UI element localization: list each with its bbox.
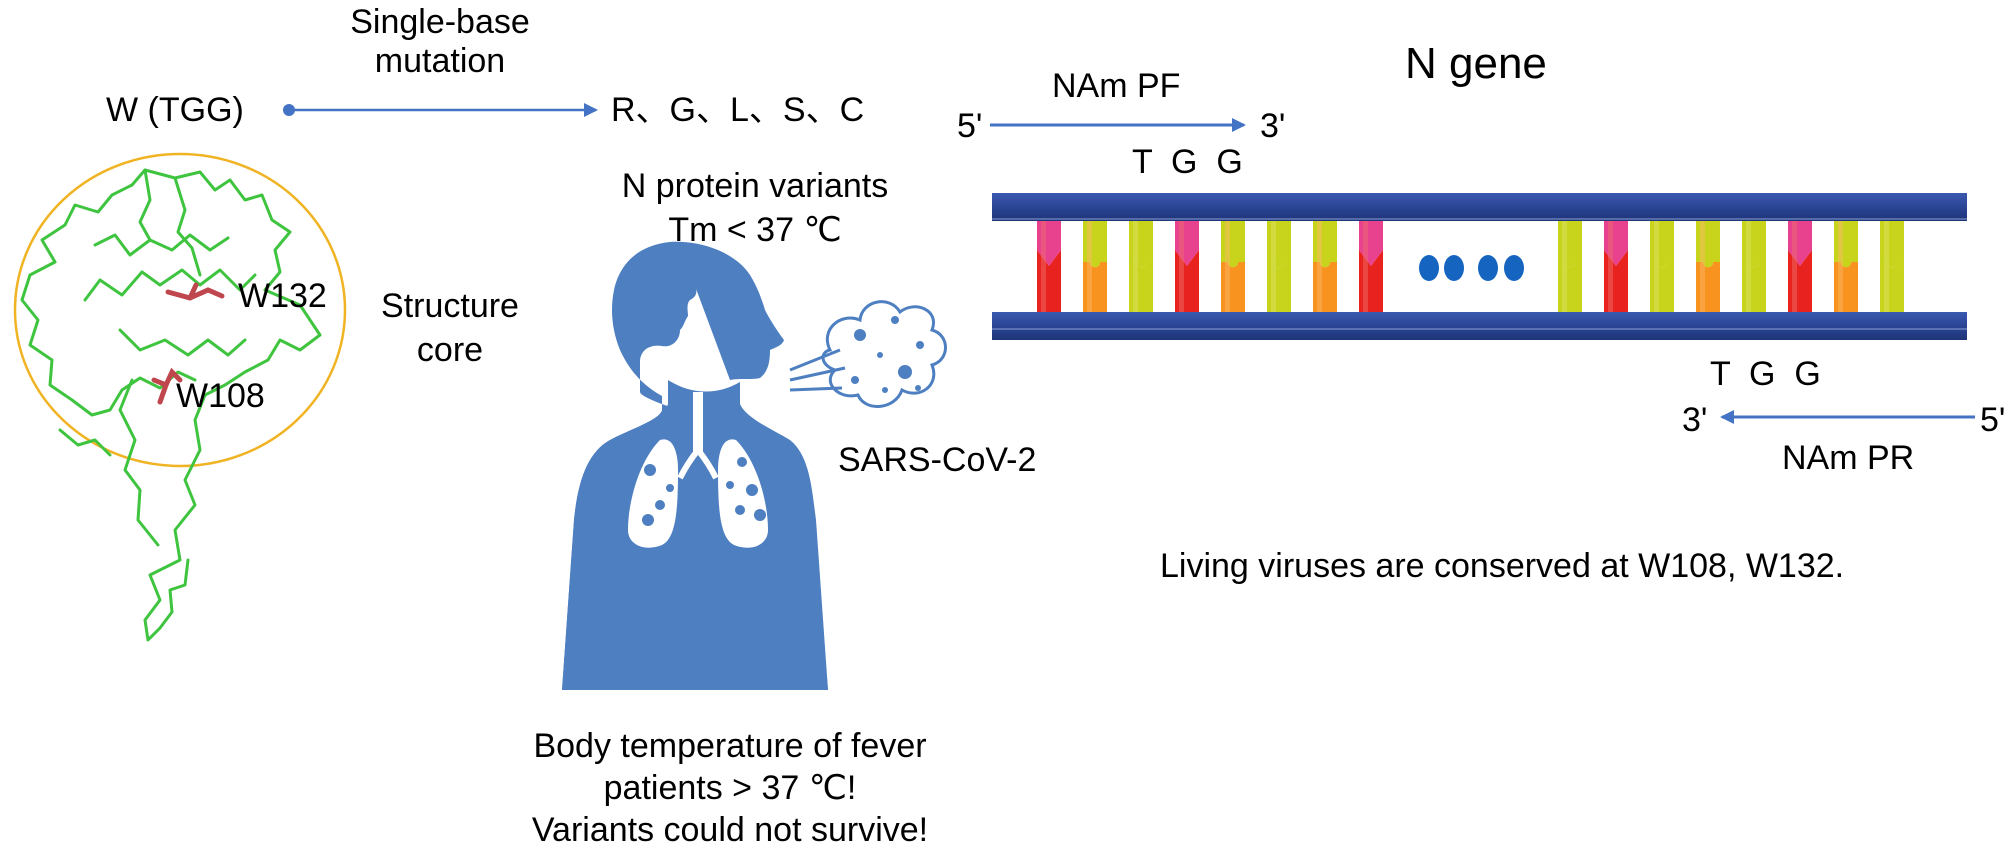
reverse-codon: T G G	[1710, 355, 1821, 393]
base-pair-right-3	[1696, 221, 1720, 319]
fever-line3: Variants could not survive!	[531, 811, 929, 849]
structure-core-line1: Structure	[381, 287, 519, 325]
forward-codon: T G G	[1132, 143, 1243, 181]
reverse-3-prime: 3'	[1682, 401, 1708, 439]
fever-line1: Body temperature of fever	[533, 727, 927, 765]
base-pair-left-7	[1359, 221, 1383, 319]
lungs	[628, 392, 768, 548]
base-pairs	[1037, 221, 1904, 319]
virus-cloud	[821, 300, 947, 408]
human-figure	[562, 241, 947, 690]
base-pair-left-4	[1221, 221, 1245, 319]
base-pair-left-6	[1313, 221, 1337, 319]
n-gene-title: N gene	[1405, 39, 1547, 88]
base-pair-left-1	[1083, 221, 1107, 319]
fever-line2: patients > 37 ℃!	[603, 769, 857, 807]
base-pair-left-2	[1129, 221, 1153, 319]
reverse-primer-label: NAm PR	[1782, 439, 1915, 477]
base-pair-right-2	[1650, 221, 1674, 319]
variants-caption-line1: N protein variants	[621, 167, 889, 205]
variants-label: R、G、L、S、C	[611, 91, 865, 129]
bottom-backbone	[992, 312, 1967, 340]
lung-viruses	[642, 457, 766, 526]
protein-structure	[13, 152, 347, 642]
forward-3-prime: 3'	[1260, 107, 1286, 145]
ellipsis-dots	[1419, 255, 1524, 281]
virus-label: SARS-CoV-2	[838, 441, 1037, 479]
protein-backbone-trace	[20, 168, 322, 642]
structure-core-line2: core	[416, 331, 484, 369]
conclusion-text: Living viruses are conserved at W108, W1…	[1160, 547, 1845, 585]
forward-primer-label: NAm PF	[1052, 67, 1181, 105]
dna-double-strand	[992, 193, 1967, 340]
base-pair-right-7	[1880, 221, 1904, 319]
wild-type-label: W (TGG)	[106, 91, 244, 129]
base-pair-left-5	[1267, 221, 1291, 319]
reverse-5-prime: 5'	[1980, 401, 2006, 439]
base-pair-left-3	[1175, 221, 1199, 319]
top-backbone	[992, 193, 1967, 221]
mutation-arrow	[283, 103, 598, 117]
residue-w132-label: W132	[238, 277, 327, 315]
residue-w108-label: W108	[176, 377, 265, 415]
mutation-label-line1: Single-base	[350, 3, 530, 41]
base-pair-left-0	[1037, 221, 1061, 319]
base-pair-right-6	[1834, 221, 1858, 319]
mutation-label-line2: mutation	[374, 42, 506, 80]
base-pair-right-0	[1558, 221, 1582, 319]
base-pair-right-5	[1788, 221, 1812, 319]
forward-5-prime: 5'	[957, 107, 983, 145]
structure-core-ellipse	[13, 152, 347, 468]
airborne-viruses	[851, 316, 924, 393]
base-pair-right-4	[1742, 221, 1766, 319]
variants-caption-line2: Tm < 37 ℃	[668, 211, 842, 249]
base-pair-right-1	[1604, 221, 1628, 319]
tryptophan-residues	[151, 282, 225, 405]
